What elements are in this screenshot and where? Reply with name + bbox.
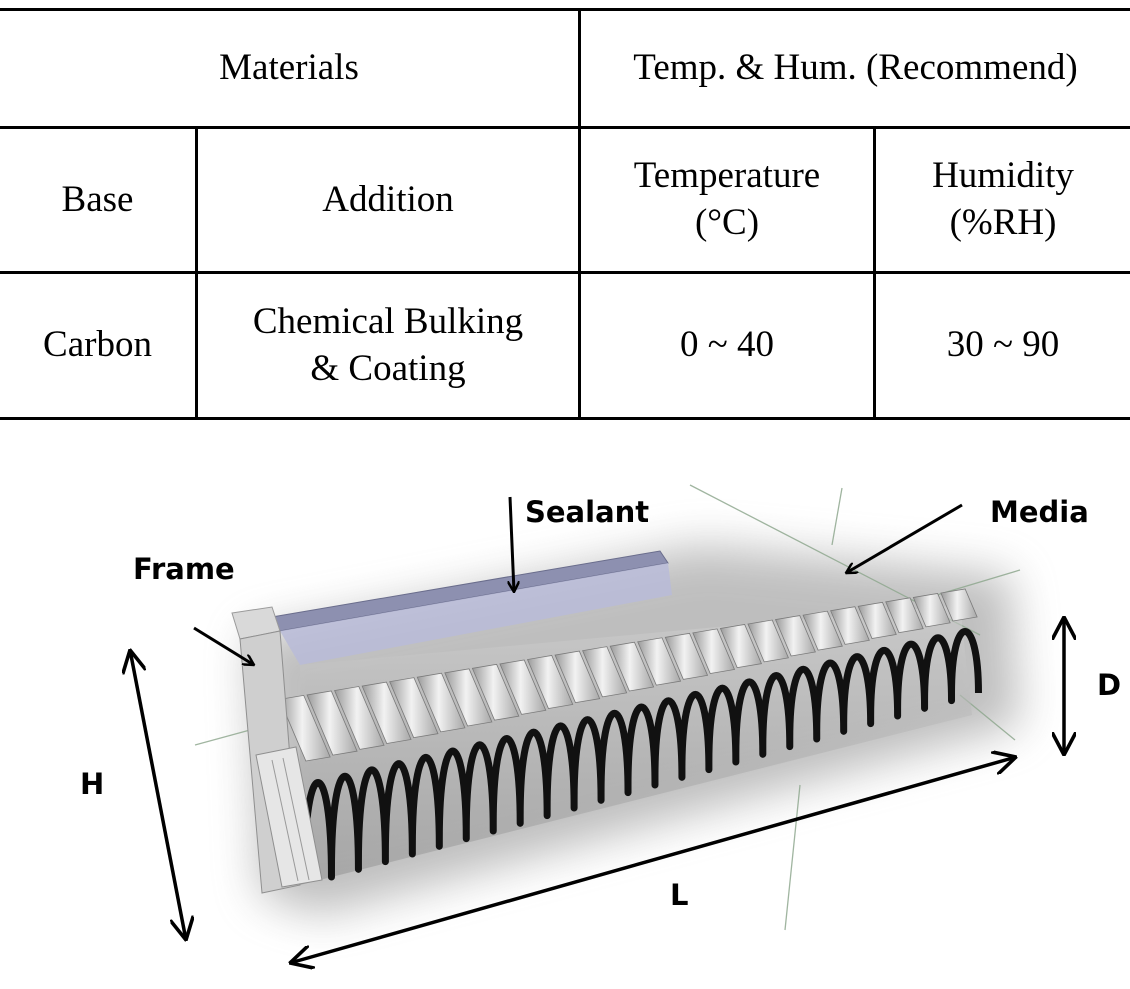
- header-temp-hum: Temp. & Hum. (Recommend): [633, 47, 1078, 88]
- pleat-ridge: [802, 610, 843, 651]
- table-header-divider: [0, 126, 1130, 129]
- pleat-ridge: [747, 619, 789, 663]
- pleat-ridge: [885, 597, 924, 634]
- pleat-ridge: [416, 672, 466, 733]
- pleat-ridge: [499, 659, 547, 715]
- header-materials: Materials: [219, 47, 359, 88]
- filter-diagram: Sealant Media Frame H D L: [0, 425, 1130, 984]
- pleat-ridge: [361, 681, 412, 744]
- pleat-ridge: [389, 677, 439, 739]
- row-base: Carbon: [43, 324, 152, 365]
- pleat-ridge: [830, 606, 870, 645]
- filter-illustration: [0, 484, 1130, 984]
- pleat-ridge: [471, 663, 520, 721]
- pleat-ridge: [664, 632, 709, 680]
- pleat-ridge: [774, 615, 816, 657]
- row-humidity: 30 ~ 90: [946, 324, 1060, 365]
- pleat-ridge: [609, 641, 655, 692]
- height-dimension-arrow: [130, 650, 186, 940]
- pleat-ridge: [526, 655, 574, 709]
- pleat-ridge: [554, 650, 601, 704]
- row-temperature: 0 ~ 40: [679, 324, 775, 365]
- label-length: L: [670, 878, 689, 912]
- guide-line-top: [831, 487, 843, 546]
- label-frame: Frame: [133, 552, 235, 586]
- subheader-humidity-label: Humidity: [932, 155, 1074, 197]
- table-top-border: [0, 8, 1130, 11]
- guide-line-left: [194, 729, 251, 746]
- pleat-ridge: [692, 628, 736, 674]
- pleat-ridge: [912, 592, 951, 628]
- subheader-temperature-unit: (°C): [694, 202, 760, 243]
- spec-table: Materials Temp. & Hum. (Recommend) Base …: [0, 0, 1130, 425]
- row-addition: Chemical Bulking & Coating: [198, 274, 578, 417]
- subheader-temperature-label: Temperature: [633, 155, 821, 197]
- pleat-ridge: [637, 637, 682, 686]
- sealant-arrow: [510, 496, 514, 592]
- media-arrow: [846, 503, 963, 573]
- length-dimension-arrow: [290, 757, 1016, 963]
- guide-line-bottom: [784, 784, 801, 931]
- subheader-temperature: Temperature (°C): [581, 129, 873, 271]
- pleat-ridge: [857, 601, 897, 639]
- sealant-backing: [280, 563, 672, 665]
- pleat-ridge: [940, 588, 978, 622]
- subheader-addition: Addition: [322, 178, 454, 220]
- table-col-divider-materials: [578, 8, 581, 420]
- table-bottom-border: [0, 417, 1130, 420]
- frame-arrow: [193, 626, 254, 665]
- label-sealant: Sealant: [525, 495, 650, 529]
- pleat-ridge: [719, 624, 763, 669]
- subheader-base: Base: [61, 178, 134, 220]
- media-pleats: [278, 588, 978, 762]
- subheader-humidity-unit: (%RH): [949, 202, 1057, 243]
- pleat-ridge: [444, 668, 493, 727]
- row-addition-line1: Chemical Bulking: [252, 300, 524, 342]
- pleat-ridge: [582, 646, 628, 698]
- label-depth: D: [1097, 668, 1122, 702]
- table-col-divider-base: [195, 126, 198, 420]
- table-col-divider-temperature: [873, 126, 876, 420]
- table-subheader-divider: [0, 271, 1130, 274]
- label-media: Media: [990, 495, 1089, 529]
- row-addition-line2: & Coating: [310, 347, 466, 389]
- subheader-humidity: Humidity (%RH): [876, 129, 1130, 271]
- label-height: H: [80, 767, 105, 801]
- pleat-ridge: [334, 686, 385, 750]
